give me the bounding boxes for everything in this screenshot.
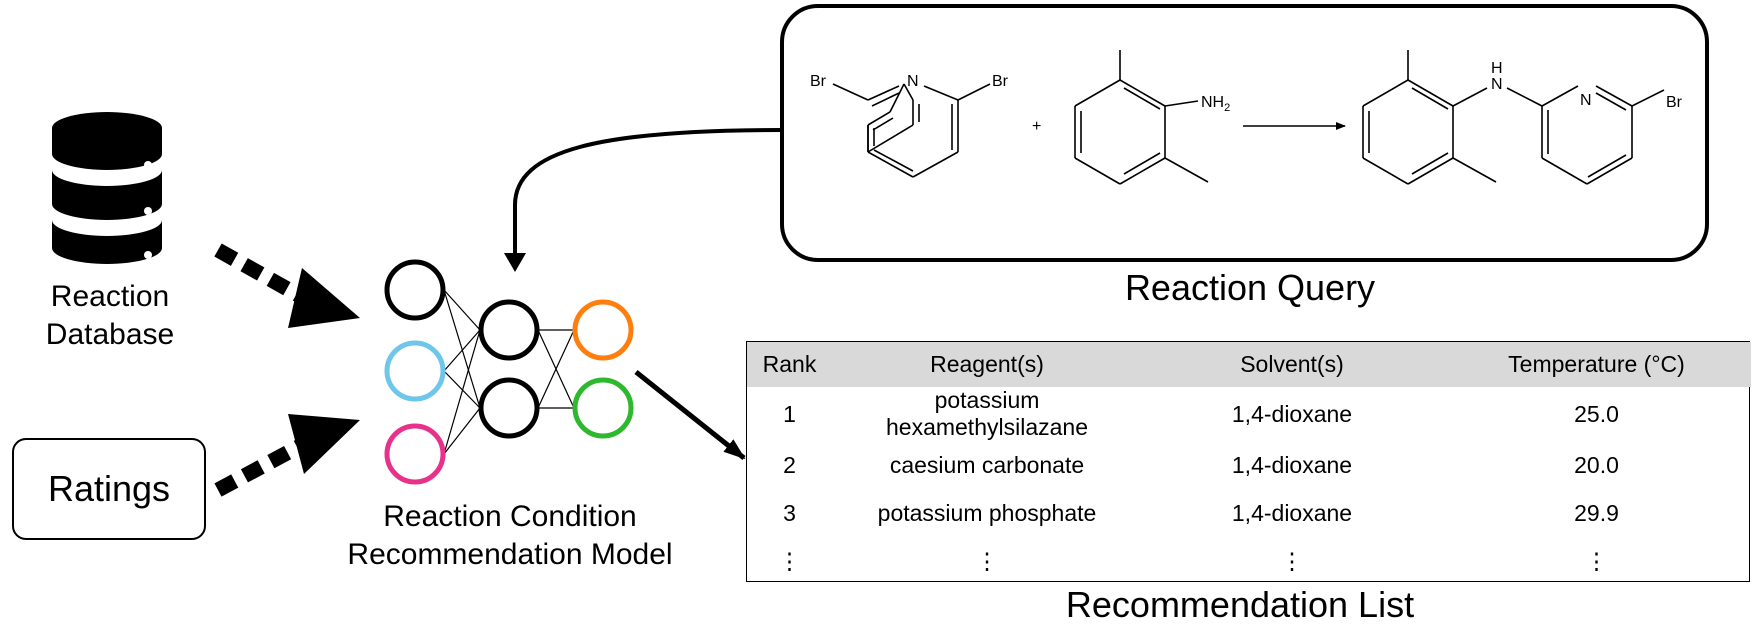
table-header-row: Rank Reagent(s) Solvent(s) Temperature (… bbox=[747, 342, 1751, 387]
table-cell: 1,4-dioxane bbox=[1231, 400, 1353, 427]
label-line: Recommendation Model bbox=[347, 537, 673, 571]
neural-network-icon bbox=[384, 259, 634, 485]
plus-sign: + bbox=[1032, 118, 1041, 135]
label-line: Database bbox=[45, 317, 175, 351]
input-node bbox=[384, 259, 446, 321]
reaction-scheme bbox=[832, 50, 1665, 185]
recommendation-list-title: Recommendation List bbox=[1065, 584, 1415, 625]
table-row: 2 caesium carbonate 1,4-dioxane 20.0 bbox=[747, 441, 1751, 489]
table-cell: ⋮ bbox=[1280, 547, 1304, 574]
output-node bbox=[572, 377, 634, 439]
ratings-box: Ratings bbox=[12, 438, 206, 540]
table-row: 1 potassium hexamethylsilazane 1,4-dioxa… bbox=[747, 387, 1751, 441]
column-header: Solvent(s) bbox=[1142, 342, 1442, 387]
atom-br: Br bbox=[1666, 94, 1683, 111]
reaction-query-box bbox=[780, 4, 1709, 262]
query-arrow-head bbox=[504, 253, 526, 272]
table-cell: potassium phosphate bbox=[877, 499, 1097, 526]
table-cell: 1,4-dioxane bbox=[1231, 451, 1353, 478]
table-row: 3 potassium phosphate 1,4-dioxane 29.9 bbox=[747, 489, 1751, 537]
table-cell: 29.9 bbox=[1574, 499, 1619, 526]
ratings-to-model-arrow bbox=[214, 414, 360, 497]
table-cell: 1 bbox=[783, 400, 796, 427]
atom-br: Br bbox=[992, 73, 1009, 90]
atom-n-h-n: N bbox=[1491, 76, 1503, 93]
output-node bbox=[572, 299, 634, 361]
product-structure bbox=[1362, 50, 1665, 185]
model-label: Reaction Condition Recommendation Model bbox=[300, 498, 720, 573]
database-icon bbox=[52, 112, 162, 264]
label-line: Reaction Condition bbox=[383, 500, 637, 533]
table-cell: 3 bbox=[783, 499, 796, 526]
atom-nh2: NH2 bbox=[1201, 94, 1230, 114]
table-cell: 20.0 bbox=[1574, 451, 1619, 478]
atom-n: N bbox=[1580, 92, 1592, 109]
dimethylaniline-structure bbox=[1074, 50, 1209, 185]
table-cell: 2 bbox=[783, 451, 796, 478]
reaction-database-label: Reaction Database bbox=[20, 278, 200, 353]
input-node bbox=[384, 340, 446, 402]
dibromopyridine-structure bbox=[832, 83, 991, 178]
label-line: Reaction bbox=[50, 280, 170, 313]
table-cell: ⋮ bbox=[1585, 547, 1608, 574]
input-node bbox=[384, 423, 446, 485]
column-header: Rank bbox=[747, 342, 832, 387]
database-to-model-arrow bbox=[214, 243, 360, 328]
table-cell: potassium hexamethylsilazane bbox=[885, 387, 1088, 440]
atom-n: N bbox=[907, 73, 919, 90]
hidden-node bbox=[478, 377, 540, 439]
reaction-atom-labels: Br N Br + NH2 N H N Br bbox=[810, 60, 1683, 135]
recommendation-table: Rank Reagent(s) Solvent(s) Temperature (… bbox=[746, 341, 1751, 585]
reaction-query-title: Reaction Query bbox=[1124, 267, 1376, 308]
column-header: Reagent(s) bbox=[832, 342, 1142, 387]
table-cell: ⋮ bbox=[975, 547, 999, 574]
query-to-model-arrow bbox=[513, 128, 783, 255]
table-cell: ⋮ bbox=[778, 547, 801, 574]
table-cell: 25.0 bbox=[1574, 400, 1619, 427]
table-row-ellipsis: ⋮ ⋮ ⋮ ⋮ bbox=[747, 537, 1751, 585]
ratings-label: Ratings bbox=[47, 468, 171, 509]
model-to-table-arrow bbox=[634, 370, 746, 460]
atom-h: H bbox=[1491, 60, 1503, 77]
column-header: Temperature (°C) bbox=[1442, 342, 1751, 387]
table-cell: caesium carbonate bbox=[889, 451, 1085, 478]
table-cell: 1,4-dioxane bbox=[1231, 499, 1353, 526]
atom-br: Br bbox=[810, 73, 827, 90]
hidden-node bbox=[478, 299, 540, 361]
